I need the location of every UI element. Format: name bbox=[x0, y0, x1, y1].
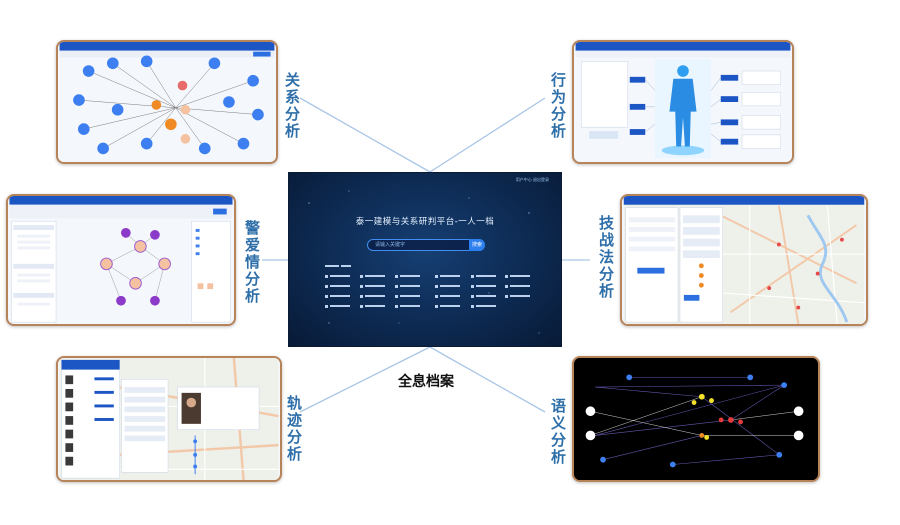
semantic-graph-preview bbox=[575, 358, 817, 480]
center-platform-screen[interactable]: 用户中心 退出登录 泰一建模与关系研判平台-一人一档 请输入关键字 搜索 bbox=[288, 172, 562, 347]
connector-behavior bbox=[429, 97, 546, 173]
platform-title: 泰一建模与关系研判平台-一人一档 bbox=[355, 217, 495, 227]
center-search-input[interactable]: 请输入关键字 搜索 bbox=[367, 239, 485, 251]
label-tactics: 技战法分析 bbox=[597, 215, 615, 300]
search-button[interactable]: 搜索 bbox=[469, 239, 485, 251]
connector-trajectory bbox=[299, 346, 431, 413]
holographic-archive-label: 全息档案 bbox=[398, 374, 454, 390]
search-placeholder: 请输入关键字 bbox=[375, 242, 406, 248]
connector-semantic bbox=[429, 346, 546, 413]
thumbnail-relation[interactable] bbox=[56, 40, 278, 164]
label-semantic: 语义分析 bbox=[549, 398, 567, 466]
center-header-links[interactable]: 用户中心 退出登录 bbox=[515, 177, 549, 182]
thumbnail-behavior[interactable] bbox=[572, 40, 794, 164]
trajectory-map-preview bbox=[59, 358, 279, 480]
connector-relation bbox=[299, 97, 431, 173]
police-preview bbox=[9, 196, 233, 323]
thumbnail-police[interactable] bbox=[6, 194, 236, 326]
label-trajectory: 轨迹分析 bbox=[285, 395, 303, 463]
behavior-preview bbox=[575, 42, 791, 159]
tactics-map-preview bbox=[623, 196, 865, 324]
thumbnail-semantic[interactable] bbox=[572, 356, 820, 482]
relation-graph-preview bbox=[59, 42, 275, 155]
label-relation: 关系分析 bbox=[283, 72, 301, 140]
thumbnail-tactics[interactable] bbox=[620, 194, 868, 326]
label-behavior: 行为分析 bbox=[549, 72, 567, 140]
label-police: 警爱情分析 bbox=[243, 220, 261, 305]
center-starfield bbox=[308, 190, 540, 334]
thumbnail-trajectory[interactable] bbox=[56, 356, 282, 482]
